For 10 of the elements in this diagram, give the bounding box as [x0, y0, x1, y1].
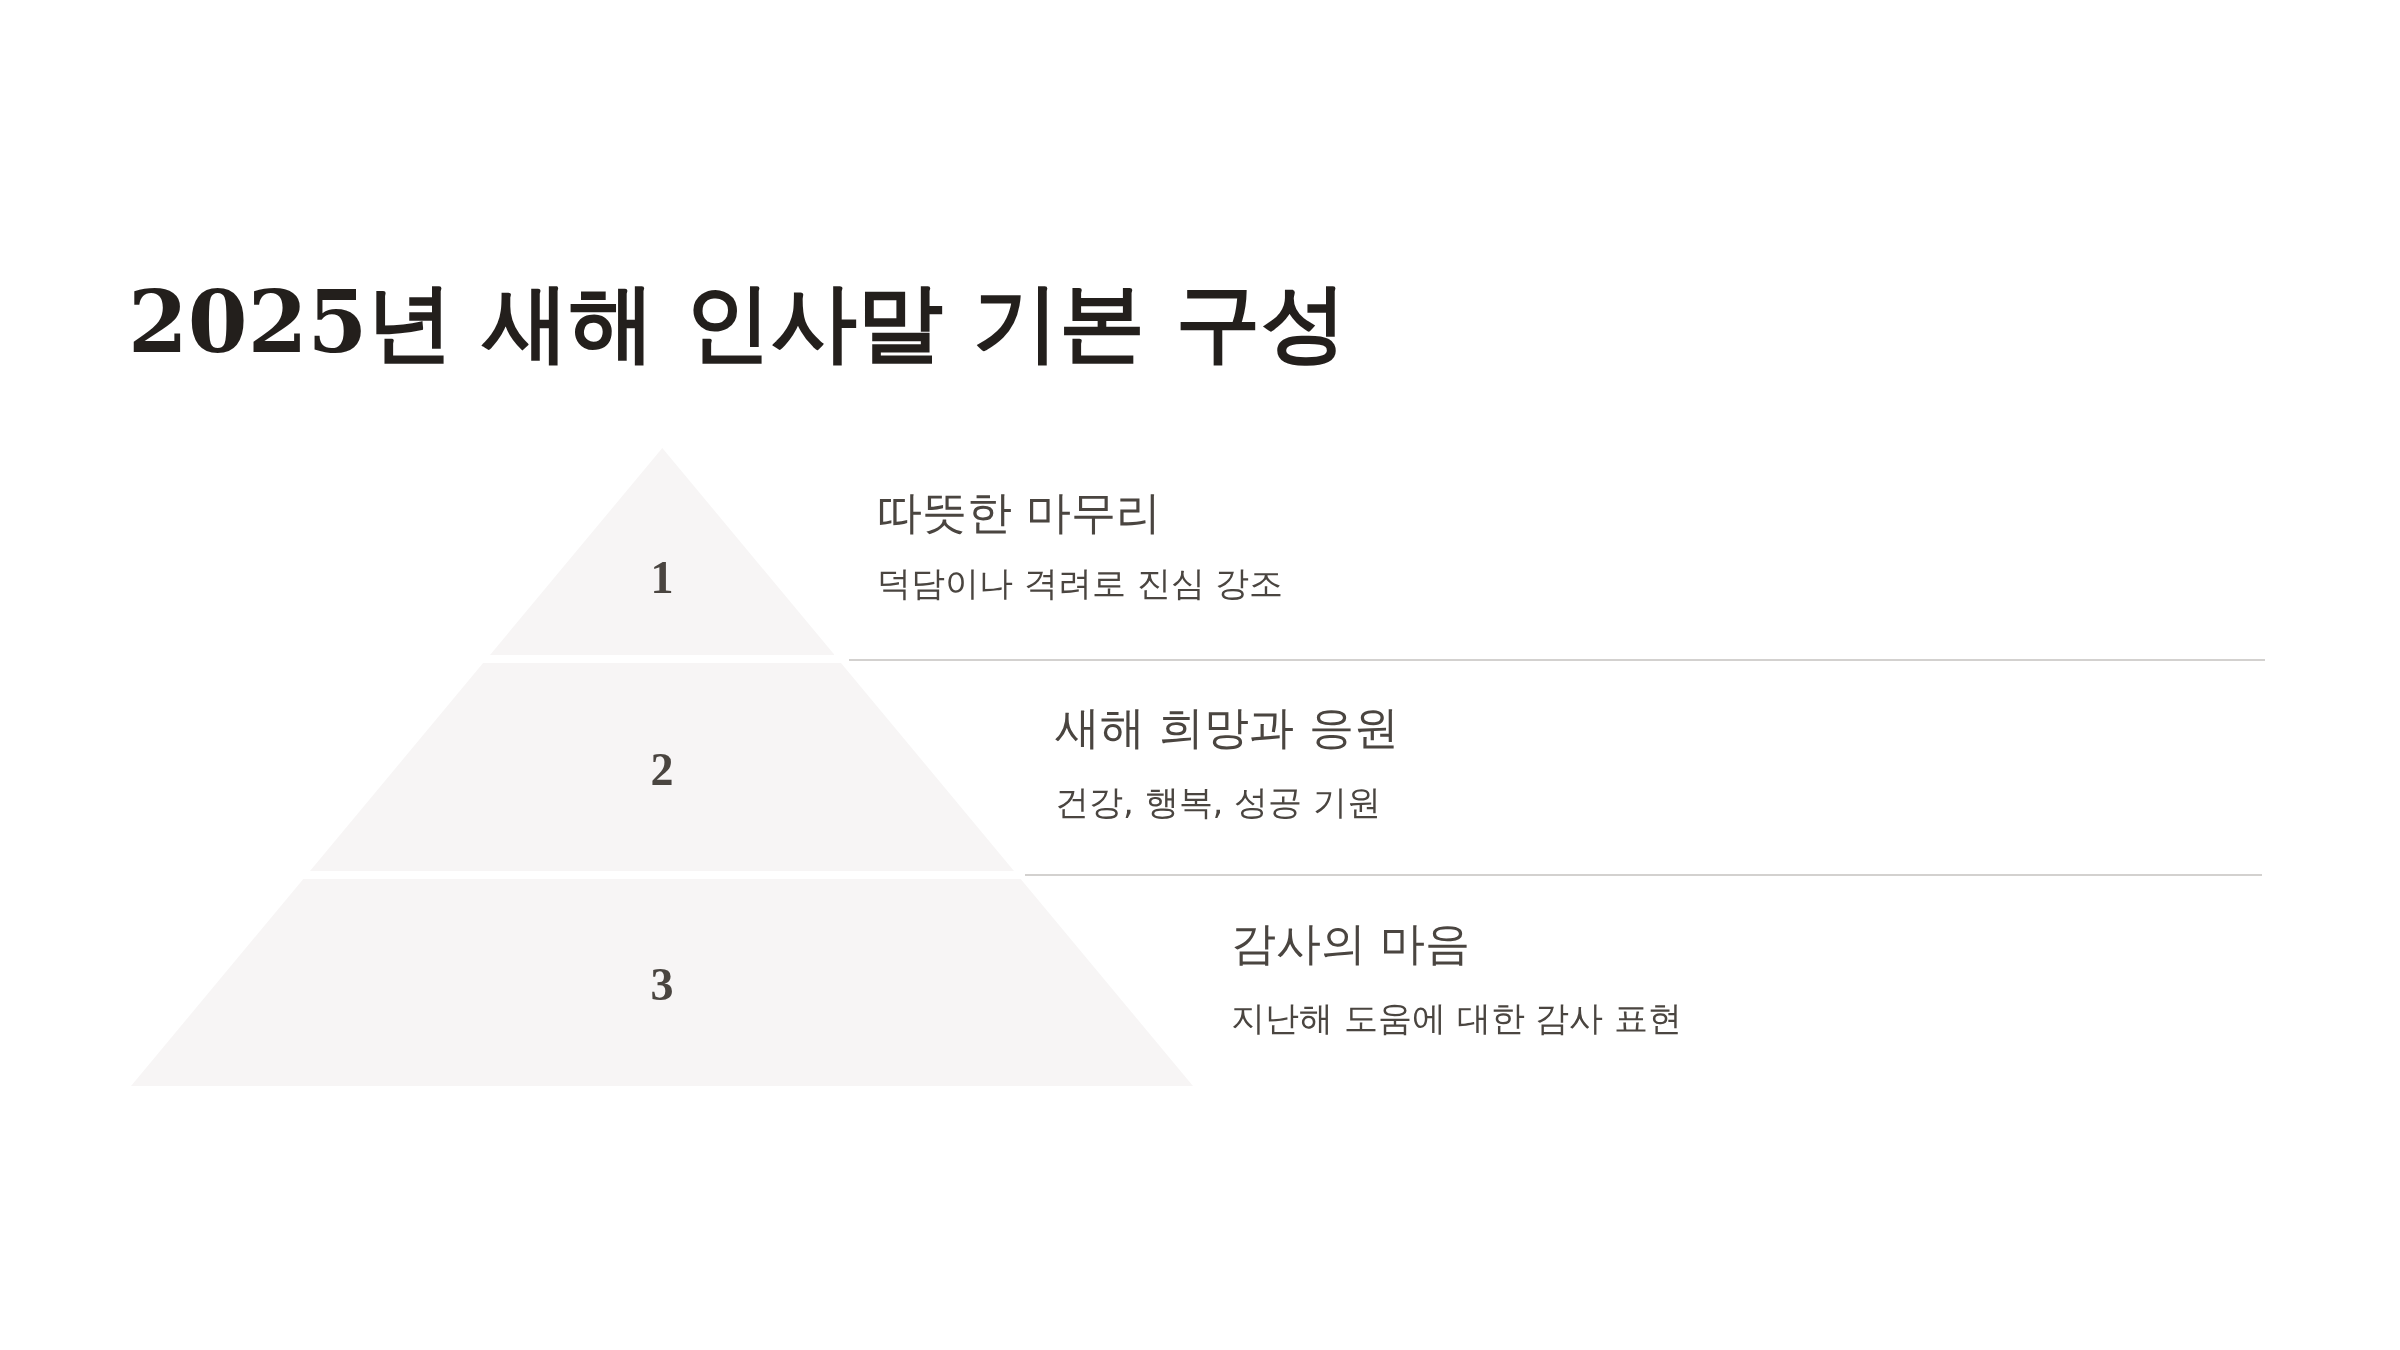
tier-description: 지난해 도움에 대한 감사 표현: [1231, 997, 1683, 1039]
tier-number: 2: [650, 744, 674, 796]
tier-description: 덕담이나 격려로 진심 강조: [877, 562, 1284, 604]
tier-description: 건강, 행복, 성공 기원: [1055, 781, 1382, 823]
page-title: 2025년 새해 인사말 기본 구성: [128, 270, 1348, 374]
tier-heading: 새해 희망과 응원: [1055, 701, 1399, 755]
tier-number: 3: [650, 959, 674, 1011]
tier-heading: 감사의 마음: [1231, 917, 1471, 971]
tier-number: 1: [650, 552, 674, 604]
tier-heading: 따뜻한 마무리: [877, 486, 1162, 540]
